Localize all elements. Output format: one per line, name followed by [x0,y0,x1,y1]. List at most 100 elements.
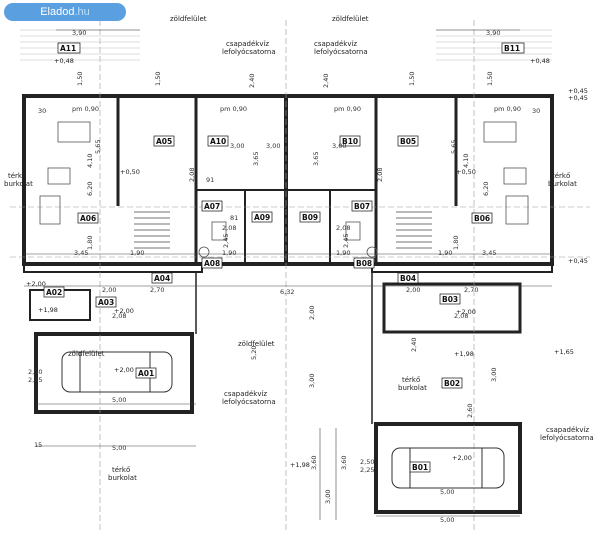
dimension-label: 2,70 [464,286,478,294]
room-a09: A09 [254,213,270,222]
dimension-label: 1,90 [336,249,350,257]
label-terko-4: térkő [112,465,130,474]
dimension-label: pm 0,90 [220,105,247,113]
level-3: +0,45 [568,87,588,95]
level-10: +1,98 [454,350,474,358]
room-a05: A05 [156,137,172,146]
eladod-watermark-badge[interactable]: Eladod.hu [4,3,126,21]
label-terko-1: térkő [8,171,26,180]
dimension-label: 1,90 [438,249,452,257]
dimension-label: 2,45 [342,234,350,248]
dimension-label: 2,25 [360,466,374,474]
dimension-label: 3,45 [482,249,496,257]
dimension-label: pm 0,90 [334,105,361,113]
dimension-label: 3,00 [308,374,316,388]
room-b09: B09 [302,213,318,222]
walls [22,94,554,514]
dimension-label: 4,10 [86,154,94,168]
level-5: +0,50 [120,168,140,176]
label-burkolat-2: burkolat [548,180,577,188]
label-csapadekviz-2: csapadékvíz [314,40,357,48]
dimension-label: 3,00 [230,142,244,150]
level-14: +2,00 [452,454,472,462]
dimension-label: 5,65 [450,140,458,154]
label-burkolat-4: burkolat [108,474,137,482]
dimension-label: 3,00 [324,490,332,504]
level-11: +2,00 [456,308,476,316]
stairs [134,211,432,249]
room-a03: A03 [98,298,114,307]
label-burkolat-3: burkolat [398,384,427,392]
room-a01: A01 [138,369,154,378]
dimension-label: 3,65 [252,152,260,166]
dimension-label: 4,10 [462,154,470,168]
room-b07: B07 [354,202,370,211]
label-terko-3: térkő [402,375,420,384]
dimension-label: 1,50 [486,72,494,86]
label-lefolyocsatorna-1: lefolyócsatorna [222,48,276,56]
dimension-label: 2,40 [322,74,330,88]
label-zoldfelulet-2: zöldfelület [332,15,369,23]
dimension-label: pm 0,90 [494,105,521,113]
dimension-label: 81 [230,214,238,222]
dimension-label: 2,50 [28,368,42,376]
room-b02: B02 [444,379,460,388]
dimension-label: pm 0,90 [72,105,99,113]
label-lefolyocsatorna-3: lefolyócsatorna [222,398,276,406]
dimension-lines [24,29,552,520]
room-b01: B01 [412,463,428,472]
dimension-label: 3,00 [490,368,498,382]
dimension-label: 6,20 [86,182,94,196]
dimension-label: 1,90 [222,249,236,257]
dimension-label: 2,08 [188,168,196,182]
dimension-label: 91 [206,176,214,184]
label-csapadekviz-4: csapadékvíz [546,426,589,434]
level-1: +0,48 [54,57,74,65]
room-b05: B05 [400,137,416,146]
room-b10: B10 [342,137,358,146]
label-zoldfelulet-3: zöldfelület [68,350,105,358]
label-terko-2: térkő [552,171,570,180]
dimension-label: 5,00 [112,444,126,452]
dimension-label: 2,00 [308,306,316,320]
dimension-label: 15 [34,441,42,449]
room-b11: B11 [504,44,520,53]
dimension-label: 3,65 [312,152,320,166]
dimension-label: 5,00 [440,488,454,496]
level-7: +1,98 [38,306,58,314]
level-15: +2,00 [26,280,46,288]
dimension-label: 3,45 [74,249,88,257]
level-6: +0,50 [456,168,476,176]
dimension-label: 1,80 [452,236,460,250]
furniture [39,121,529,258]
dimension-label: 2,00 [406,286,420,294]
site-labels: zöldfelület zöldfelület zöldfelület zöld… [4,15,594,482]
dimension-label: 6,32 [280,288,294,296]
dimension-label: 2,25 [28,376,42,384]
watermark-brand: Eladod [40,6,75,18]
dimension-label: 3,90 [72,29,86,37]
label-csapadekviz-3: csapadékvíz [224,390,267,398]
dimension-label: 6,20 [482,182,490,196]
dimension-label: 1,90 [130,249,144,257]
label-zoldfelulet-1: zöldfelület [170,15,207,23]
dimension-label: 3,00 [332,142,346,150]
level-4: +0,45 [568,94,588,102]
dimension-label: 2,08 [336,224,350,232]
level-9: +2,00 [114,366,134,374]
room-b06: B06 [474,214,490,223]
level-12: +1,65 [554,348,574,356]
label-csapadekviz-1: csapadékvíz [226,40,269,48]
label-lefolyocsatorna-4: lefolyócsatorna [540,434,594,442]
dimension-label: 5,00 [112,396,126,404]
dimension-label: 1,50 [154,72,162,86]
room-a02: A02 [46,288,62,297]
dimension-label: 2,40 [248,74,256,88]
room-b08: B08 [356,259,372,268]
watermark-tld: .hu [74,6,90,18]
room-b03: B03 [442,295,458,304]
dimension-label: 2,08 [222,224,236,232]
room-a07: A07 [204,202,220,211]
label-lefolyocsatorna-2: lefolyócsatorna [314,48,368,56]
